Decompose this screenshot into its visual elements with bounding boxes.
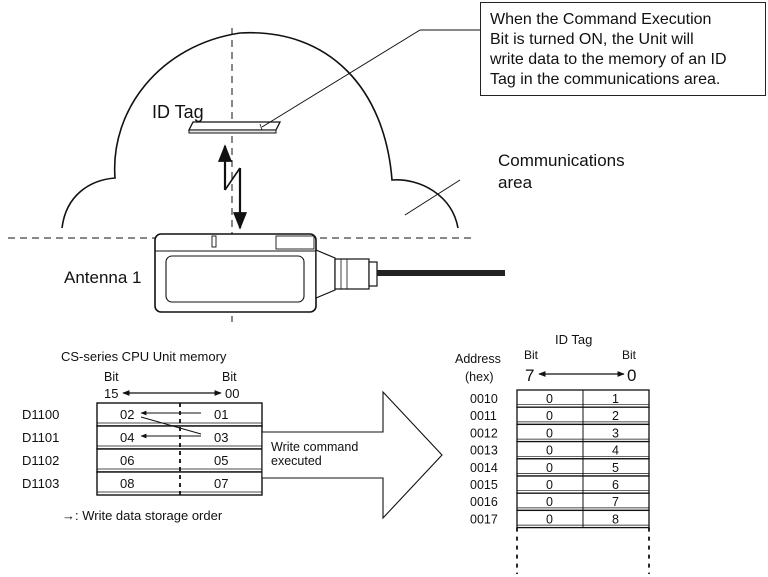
cpu-row-address: D1100 — [22, 407, 59, 422]
cpu-row-low-byte: 01 — [214, 407, 228, 422]
cpu-row-address: D1103 — [22, 476, 59, 491]
communications-area-label: Communications — [498, 151, 625, 170]
tag-row-high: 0 — [546, 512, 553, 526]
tag-row-address: 0015 — [470, 478, 498, 492]
callout-leader-diagonal — [261, 29, 421, 128]
tag-row-address: 0017 — [470, 512, 498, 526]
tag-row-high: 0 — [546, 495, 553, 509]
antenna-graphic — [154, 233, 505, 313]
cpu-row-high-byte: 06 — [120, 453, 134, 468]
write-command-label-2: executed — [271, 454, 322, 468]
address-header: Address — [455, 352, 501, 366]
tag-row-address: 0012 — [470, 426, 498, 440]
tag-row-low: 5 — [612, 461, 619, 475]
write-order-arrows — [140, 410, 202, 439]
tag-row-high: 0 — [546, 392, 553, 406]
write-command-label: Write command — [271, 440, 358, 454]
tag-bit-7: 7 — [525, 366, 534, 385]
tag-row-low: 8 — [612, 512, 619, 526]
antenna-label: Antenna 1 — [64, 268, 142, 287]
cpu-row-address: D1101 — [22, 430, 59, 445]
tag-row-high: 0 — [546, 478, 553, 492]
write-order-footnote: →: Write data storage order — [62, 508, 223, 523]
callout-line: write data to the memory of an ID — [490, 51, 727, 68]
cpu-memory-title: CS-series CPU Unit memory — [61, 349, 227, 364]
cpu-row-address: D1102 — [22, 453, 59, 468]
id-tag-graphic — [187, 121, 282, 134]
id-tag-memory-table: 0010 0 1 0011 0 2 0012 0 3 0013 0 4 0014 0 5 0015 0 6 0016… — [470, 389, 650, 574]
cpu-bit-label-low: Bit — [222, 370, 237, 384]
cpu-row-high-byte: 08 — [120, 476, 134, 491]
communications-area-shape — [61, 32, 459, 229]
tag-row-high: 0 — [546, 409, 553, 423]
tag-row-low: 1 — [612, 392, 619, 406]
cpu-row-low-byte: 05 — [214, 453, 228, 468]
callout-line: Tag in the communications area. — [490, 71, 721, 88]
cpu-row-low-byte: 07 — [214, 476, 228, 491]
tag-row-high: 0 — [546, 444, 553, 458]
communications-area-label-2: area — [498, 173, 533, 192]
cpu-row-high-byte: 04 — [120, 430, 134, 445]
id-tag-label: ID Tag — [152, 102, 204, 122]
tag-row-address: 0016 — [470, 495, 498, 509]
address-header-hex: (hex) — [465, 370, 493, 384]
tag-row-low: 2 — [612, 409, 619, 423]
tag-row-high: 0 — [546, 461, 553, 475]
callout-line: Bit is turned ON, the Unit will — [490, 31, 694, 48]
tag-row-low: 6 — [612, 478, 619, 492]
write-command-arrow — [261, 390, 443, 520]
tag-bit-label-low: Bit — [622, 348, 637, 362]
cpu-row-low-byte: 03 — [214, 430, 228, 445]
tag-row-low: 3 — [612, 426, 619, 440]
callout-line: When the Command Execution — [490, 11, 712, 28]
tag-row-address: 0011 — [470, 409, 497, 423]
cpu-row-high-byte: 02 — [120, 407, 134, 422]
explanation-callout: When the Command Execution Bit is turned… — [480, 2, 766, 96]
communication-signal-icon — [217, 144, 248, 230]
tag-row-address: 0010 — [470, 392, 498, 406]
cpu-bit-00: 00 — [225, 386, 239, 401]
id-tag-table-title: ID Tag — [555, 332, 592, 347]
communications-area-leader — [404, 179, 461, 216]
tag-row-high: 0 — [546, 426, 553, 440]
cpu-bit-label-high: Bit — [104, 370, 119, 384]
tag-bit-0: 0 — [627, 366, 636, 385]
tag-row-low: 7 — [612, 495, 619, 509]
tag-bit-label-high: Bit — [524, 348, 539, 362]
tag-row-address: 0014 — [470, 461, 498, 475]
tag-row-address: 0013 — [470, 444, 498, 458]
cpu-bit-15: 15 — [104, 386, 118, 401]
tag-row-low: 4 — [612, 444, 619, 458]
